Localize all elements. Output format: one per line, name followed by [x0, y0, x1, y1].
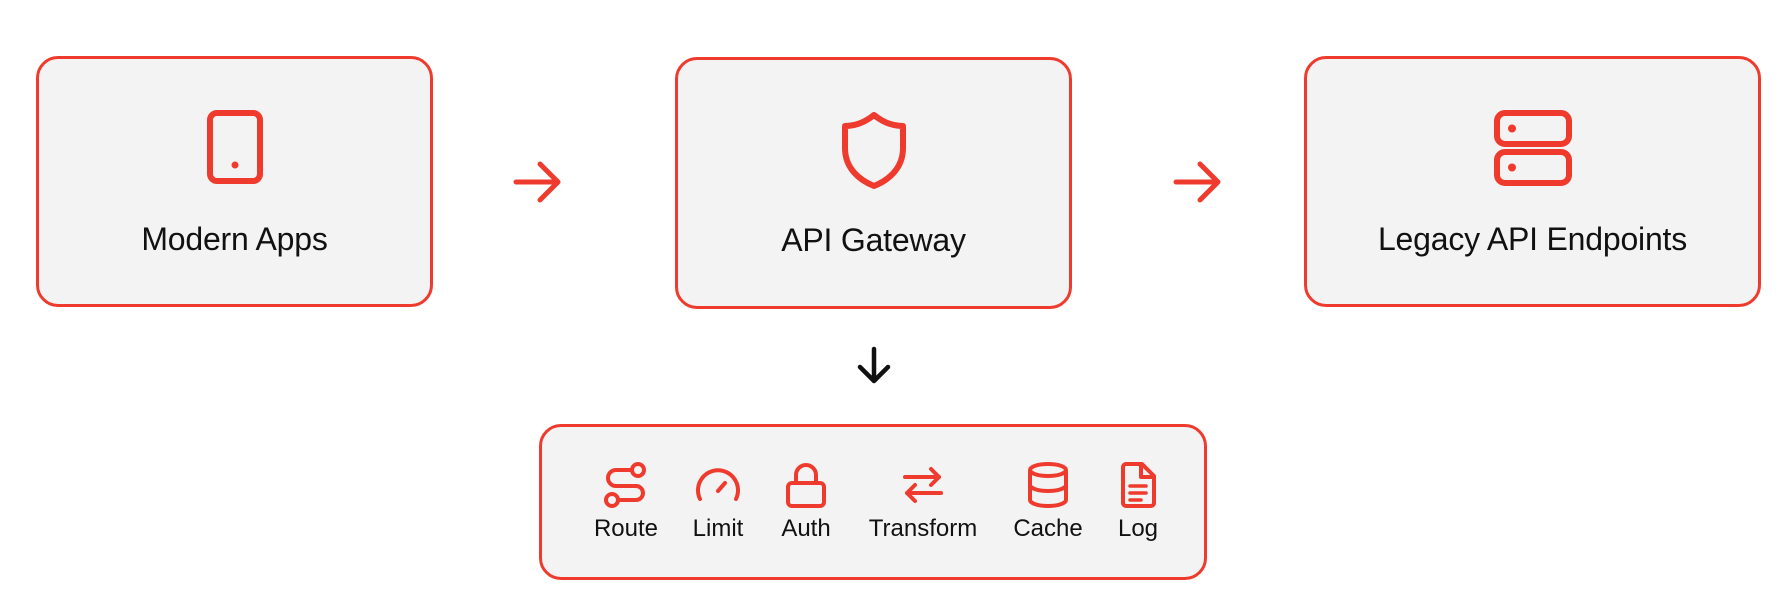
function-label: Cache: [1013, 515, 1083, 542]
api-gateway-node: API Gateway: [675, 57, 1072, 309]
function-label: Auth: [781, 515, 831, 542]
modern-apps-node: Modern Apps: [36, 56, 433, 307]
node-label: API Gateway: [781, 222, 966, 258]
route-icon: [586, 461, 666, 509]
arrow-down-icon: [853, 345, 895, 392]
node-label: Legacy API Endpoints: [1377, 221, 1688, 257]
lock-icon: [774, 461, 838, 509]
function-cache: Cache: [1004, 461, 1092, 543]
server-icon: [1493, 109, 1573, 194]
legacy-api-endpoints-node: Legacy API Endpoints: [1304, 56, 1761, 307]
database-icon: [1004, 461, 1092, 509]
node-label: Modern Apps: [141, 221, 328, 257]
tablet-icon: [205, 109, 265, 190]
shield-icon: [839, 110, 909, 195]
arrow-right-icon: [1172, 156, 1224, 213]
function-route: Route: [586, 461, 666, 543]
function-log: Log: [1108, 461, 1168, 543]
function-label: Route: [593, 515, 659, 542]
function-limit: Limit: [686, 461, 750, 543]
gauge-icon: [686, 461, 750, 509]
arrow-right-icon: [512, 156, 564, 213]
function-label: Limit: [692, 515, 744, 542]
function-label: Transform: [868, 515, 978, 542]
swap-arrows-icon: [860, 461, 986, 509]
function-auth: Auth: [774, 461, 838, 543]
function-transform: Transform: [860, 461, 986, 543]
gateway-functions-panel: Route Limit Auth Transform: [539, 424, 1207, 580]
function-label: Log: [1117, 515, 1159, 542]
document-icon: [1108, 461, 1168, 509]
